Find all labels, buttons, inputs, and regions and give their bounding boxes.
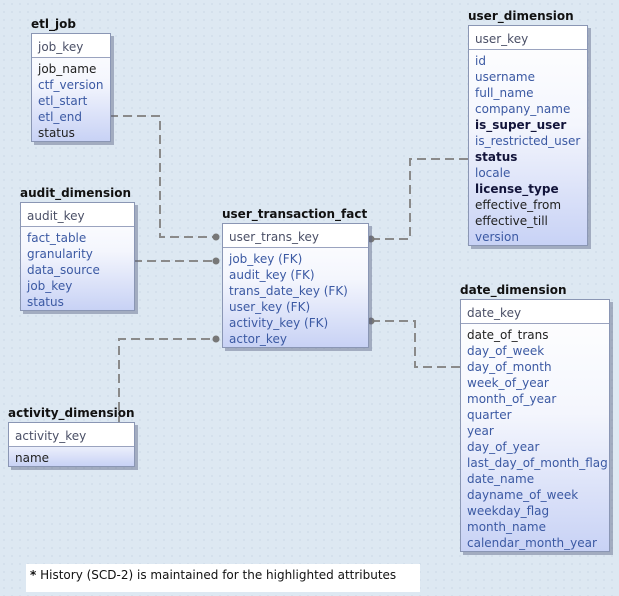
- note-asterisk: *: [30, 568, 37, 582]
- attribute-field: audit_key (FK): [229, 268, 315, 282]
- attribute-field: year: [467, 424, 494, 438]
- entity-title: activity_dimension: [8, 406, 135, 420]
- attribute-field: locale: [475, 166, 511, 180]
- attribute-field: job_key: [27, 279, 73, 293]
- connector-user-dimension: [371, 158, 468, 240]
- attribute-field: day_of_year: [467, 440, 540, 454]
- attribute-field: last_day_of_month_flag: [467, 456, 608, 470]
- relationship-endpoint-dot: [212, 335, 220, 343]
- entity-table[interactable]: date_key date_of_trans day_of_week day_of_m…: [460, 299, 610, 552]
- primary-key-field: user_key: [475, 32, 529, 46]
- attribute-field: dayname_of_week: [467, 488, 579, 502]
- attribute-field: username: [475, 70, 535, 84]
- entity-table[interactable]: job_key job_name ctf_version etl_start etl_e…: [31, 33, 111, 142]
- attribute-field: job_key (FK): [229, 252, 303, 266]
- relationship-endpoint-dot: [212, 233, 220, 241]
- attribute-field: date_of_trans: [467, 328, 549, 342]
- attribute-field: job_name: [38, 62, 97, 76]
- entity-title: user_dimension: [468, 9, 574, 23]
- scd-history-note: * History (SCD-2) is maintained for the …: [26, 564, 420, 592]
- primary-key-section: user_key: [469, 26, 587, 50]
- attribute-field: data_source: [27, 263, 100, 277]
- attribute-field: actor_key: [229, 332, 287, 346]
- relationship-endpoint-dot: [367, 235, 375, 243]
- primary-key-section: user_trans_key: [223, 224, 368, 248]
- attribute-field: status: [38, 126, 75, 140]
- attribute-list: job_key (FK) audit_key (FK) trans_date_key…: [223, 248, 368, 347]
- attribute-field: weekday_flag: [467, 504, 550, 518]
- attribute-field: user_key (FK): [229, 300, 311, 314]
- attribute-field: day_of_week: [467, 344, 545, 358]
- attribute-field: etl_end: [38, 110, 83, 124]
- attribute-field: day_of_month: [467, 360, 552, 374]
- attribute-field: ctf_version: [38, 78, 104, 92]
- entity-title: user_transaction_fact: [222, 207, 368, 221]
- attribute-field: granularity: [27, 247, 93, 261]
- attribute-field: quarter: [467, 408, 512, 422]
- attribute-field: full_name: [475, 86, 534, 100]
- attribute-field: calendar_month_year: [467, 536, 597, 550]
- entity-title: date_dimension: [460, 283, 567, 297]
- note-text: History (SCD-2) is maintained for the hi…: [40, 568, 397, 582]
- entity-table[interactable]: audit_key fact_table granularity data_sourc…: [20, 202, 135, 311]
- primary-key-section: audit_key: [21, 203, 134, 227]
- attribute-field: is_restricted_user: [475, 134, 581, 148]
- attribute-field: activity_key (FK): [229, 316, 329, 330]
- primary-key-field: activity_key: [15, 429, 87, 443]
- attribute-field: id: [475, 54, 486, 68]
- attribute-field: is_super_user: [475, 118, 567, 132]
- primary-key-field: audit_key: [27, 209, 85, 223]
- connector-etl-job: [109, 115, 216, 238]
- attribute-field: fact_table: [27, 231, 87, 245]
- primary-key-field: user_trans_key: [229, 230, 320, 244]
- primary-key-section: date_key: [461, 300, 609, 324]
- relationship-endpoint-dot: [367, 317, 375, 325]
- attribute-field: status: [27, 295, 64, 309]
- attribute-field: month_name: [467, 520, 546, 534]
- primary-key-field: date_key: [467, 306, 522, 320]
- entity-table[interactable]: user_trans_key job_key (FK) audit_key (FK)…: [222, 223, 369, 348]
- attribute-field: trans_date_key (FK): [229, 284, 348, 298]
- attribute-field: effective_till: [475, 214, 548, 228]
- attribute-field: etl_start: [38, 94, 88, 108]
- attribute-field: company_name: [475, 102, 571, 116]
- attribute-field: month_of_year: [467, 392, 557, 406]
- attribute-field: effective_from: [475, 198, 562, 212]
- attribute-field: license_type: [475, 182, 559, 196]
- attribute-list: id username full_name company_name is_super_…: [469, 50, 587, 245]
- attribute-list: name: [9, 447, 134, 466]
- attribute-field: week_of_year: [467, 376, 549, 390]
- relationship-endpoint-dot: [212, 257, 220, 265]
- attribute-field: version: [475, 230, 519, 244]
- entity-title: audit_dimension: [20, 186, 132, 200]
- primary-key-field: job_key: [38, 40, 84, 54]
- primary-key-section: job_key: [32, 34, 110, 58]
- attribute-field: status: [475, 150, 518, 164]
- primary-key-section: activity_key: [9, 423, 134, 447]
- attribute-field: name: [15, 451, 50, 465]
- connector-date-dimension: [371, 320, 460, 368]
- entity-title: etl_job: [31, 17, 76, 31]
- attribute-field: date_name: [467, 472, 535, 486]
